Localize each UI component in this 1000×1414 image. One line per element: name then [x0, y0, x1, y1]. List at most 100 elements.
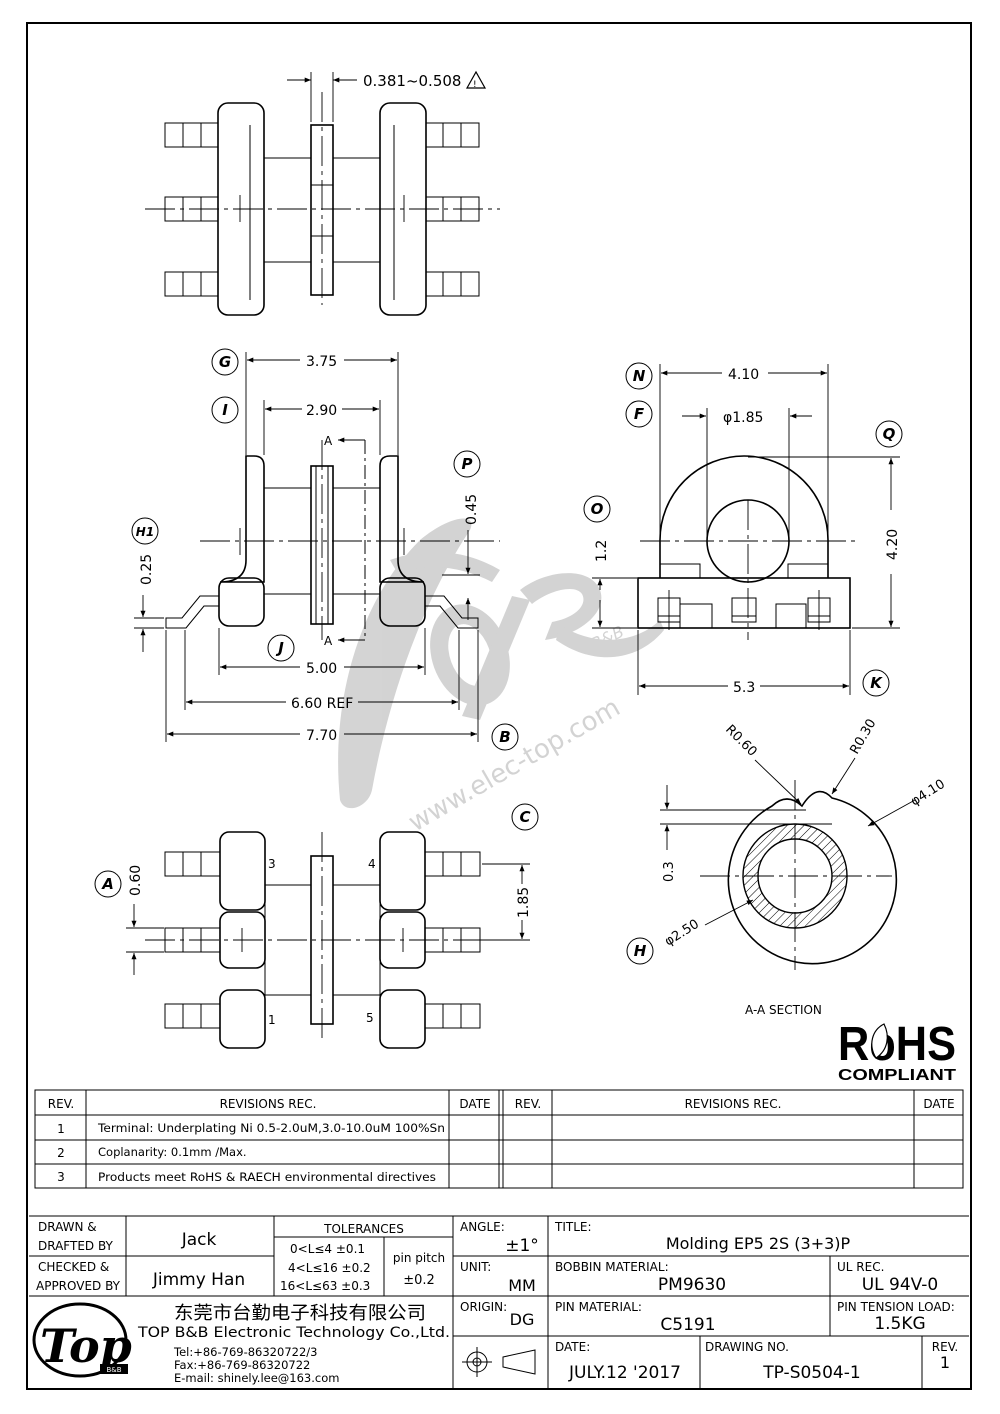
dim-1-2: 1.2: [594, 540, 610, 562]
company-name-cn: 东莞市台勤电子科技有限公司: [174, 1303, 426, 1324]
rohs-compliant: COMPLIANT: [838, 1067, 956, 1084]
unit-label: UNIT:: [460, 1260, 491, 1274]
callout-p: P: [453, 450, 481, 478]
checked-label-1: CHECKED &: [38, 1260, 109, 1274]
dim-0-45: 0.45: [464, 494, 480, 525]
company-tel: Tel:+86-769-86320722/3: [173, 1345, 317, 1359]
rev-row-2-number: 2: [57, 1146, 65, 1160]
dim-4-10: 4.10: [728, 367, 759, 383]
svg-text:H1: H1: [136, 525, 154, 539]
dim-1-85: 1.85: [516, 887, 532, 918]
svg-text:H: H: [634, 942, 647, 960]
callout-o: O: [583, 495, 611, 523]
callout-h1: H1: [131, 517, 159, 545]
callout-h: H: [626, 937, 654, 965]
dim-phi-2-50: φ2.50: [662, 917, 702, 950]
dim-2-90: 2.90: [306, 403, 337, 419]
svg-text:!: !: [473, 80, 477, 90]
dim-5-3: 5.3: [733, 680, 755, 696]
company-logo: Top B&B: [32, 1302, 132, 1378]
leaf-icon: [871, 1023, 888, 1059]
svg-text:J: J: [275, 639, 284, 657]
revisions-header-left: REVISIONS REC.: [220, 1097, 317, 1111]
dim-phi-4-10: φ4.10: [908, 777, 948, 810]
callout-f: F: [625, 400, 653, 428]
dim-r-0-30: R0.30: [847, 717, 879, 757]
checked-label-2: APPROVED BY: [36, 1279, 121, 1293]
dim-4-20: 4.20: [885, 529, 901, 560]
callout-g: G: [211, 348, 239, 376]
angle-label: ANGLE:: [460, 1220, 505, 1234]
tolerance-row-1: 0<L≤4 ±0.1: [290, 1242, 365, 1256]
date-header-right: DATE: [923, 1097, 954, 1111]
section-label: A-A SECTION: [745, 1003, 822, 1017]
callout-a: A: [94, 870, 122, 898]
logo-sub: B&B: [106, 1366, 121, 1374]
front-view: A A 3.75 2.90 0.45 0.25 5.00: [134, 352, 500, 744]
svg-text:P: P: [462, 455, 473, 473]
svg-text:F: F: [634, 405, 645, 423]
svg-text:O: O: [591, 500, 604, 518]
section-mark-bottom: A: [324, 634, 333, 648]
section-view: R0.60 R0.30 φ4.10 0.3 φ2.50 A-A SECTION: [660, 717, 948, 1017]
dim-0-3: 0.3: [662, 861, 677, 882]
rev-label: REV.: [932, 1340, 958, 1354]
pin-material: C5191: [660, 1315, 715, 1335]
svg-text:N: N: [633, 367, 646, 385]
company-email: E-mail: shinely.lee@163.com: [174, 1371, 339, 1385]
callout-b: B: [491, 723, 519, 751]
pin-number-1: 1: [268, 1013, 276, 1027]
rohs-mark: RoHS: [838, 1018, 956, 1071]
top-view: 0.381~0.508 !: [145, 70, 500, 316]
callout-j: J: [267, 634, 295, 662]
watermark: www.elec-top.com B&B: [338, 518, 664, 838]
rev-row-3-number: 3: [57, 1170, 65, 1184]
tolerances-label: TOLERANCES: [323, 1222, 404, 1236]
rohs-badge: RoHS COMPLIANT: [838, 1018, 956, 1084]
bottom-view: 3 4 1 5 0.60 1.85: [126, 831, 532, 1049]
svg-text:B: B: [499, 728, 510, 746]
drawn-label-2: DRAFTED BY: [38, 1239, 114, 1253]
callouts: G I P H1 J B N F Q O K C A H: [94, 348, 903, 965]
dim-3-75: 3.75: [306, 354, 337, 370]
company-name-en: TOP B&B Electronic Technology Co.,Ltd.: [137, 1325, 450, 1341]
drawing-title: Molding EP5 2S (3+3)P: [666, 1234, 851, 1253]
svg-text:C: C: [519, 808, 530, 826]
pin-tension-label: PIN TENSION LOAD:: [837, 1300, 955, 1314]
callout-q: Q: [875, 420, 903, 448]
dim-0-60: 0.60: [128, 865, 144, 896]
pin-pitch-label: pin pitch: [393, 1251, 445, 1265]
tolerance-row-3: 16<L≤63 ±0.3: [280, 1279, 370, 1293]
callout-k: K: [862, 669, 890, 697]
svg-text:K: K: [870, 674, 883, 692]
angle-value: ±1°: [505, 1236, 539, 1256]
drawing-number: TP-S0504-1: [762, 1363, 860, 1383]
svg-text:A: A: [101, 875, 114, 893]
drawn-label-1: DRAWN &: [38, 1220, 97, 1234]
dim-7-70: 7.70: [306, 728, 337, 744]
rev-header-left: REV.: [48, 1097, 74, 1111]
ul-rec: UL 94V-0: [862, 1275, 939, 1295]
revisions-table: REV. REVISIONS REC. DATE REV. REVISIONS …: [34, 1089, 964, 1189]
projection-symbol-icon: [462, 1347, 536, 1377]
bobbin-material: PM9630: [658, 1275, 726, 1295]
pin-number-4: 4: [368, 857, 376, 871]
callout-i: I: [211, 396, 239, 424]
rev-row-1-text: Terminal: Underplating Ni 0.5-2.0uM,3.0-…: [97, 1121, 445, 1135]
tolerance-row-2: 4<L≤16 ±0.2: [288, 1261, 371, 1275]
section-mark-top: A: [324, 434, 333, 448]
company-fax: Fax:+86-769-86320722: [174, 1358, 310, 1372]
drawn-by: Jack: [181, 1230, 217, 1250]
watermark-url: www.elec-top.com: [404, 693, 626, 838]
title-label: TITLE:: [554, 1220, 592, 1234]
revisions-header-right: REVISIONS REC.: [685, 1097, 782, 1111]
origin-label: ORIGIN:: [460, 1300, 507, 1314]
rev-header-right: REV.: [515, 1097, 541, 1111]
origin-value: DG: [510, 1310, 535, 1329]
callout-n: N: [625, 362, 653, 390]
rev-row-3-text: Products meet RoHS & RAECH environmental…: [98, 1170, 436, 1184]
rev-row-2-text: Coplanarity: 0.1mm /Max.: [98, 1145, 247, 1159]
pin-pitch-value: ±0.2: [403, 1273, 435, 1288]
ul-rec-label: UL REC.: [837, 1260, 884, 1274]
